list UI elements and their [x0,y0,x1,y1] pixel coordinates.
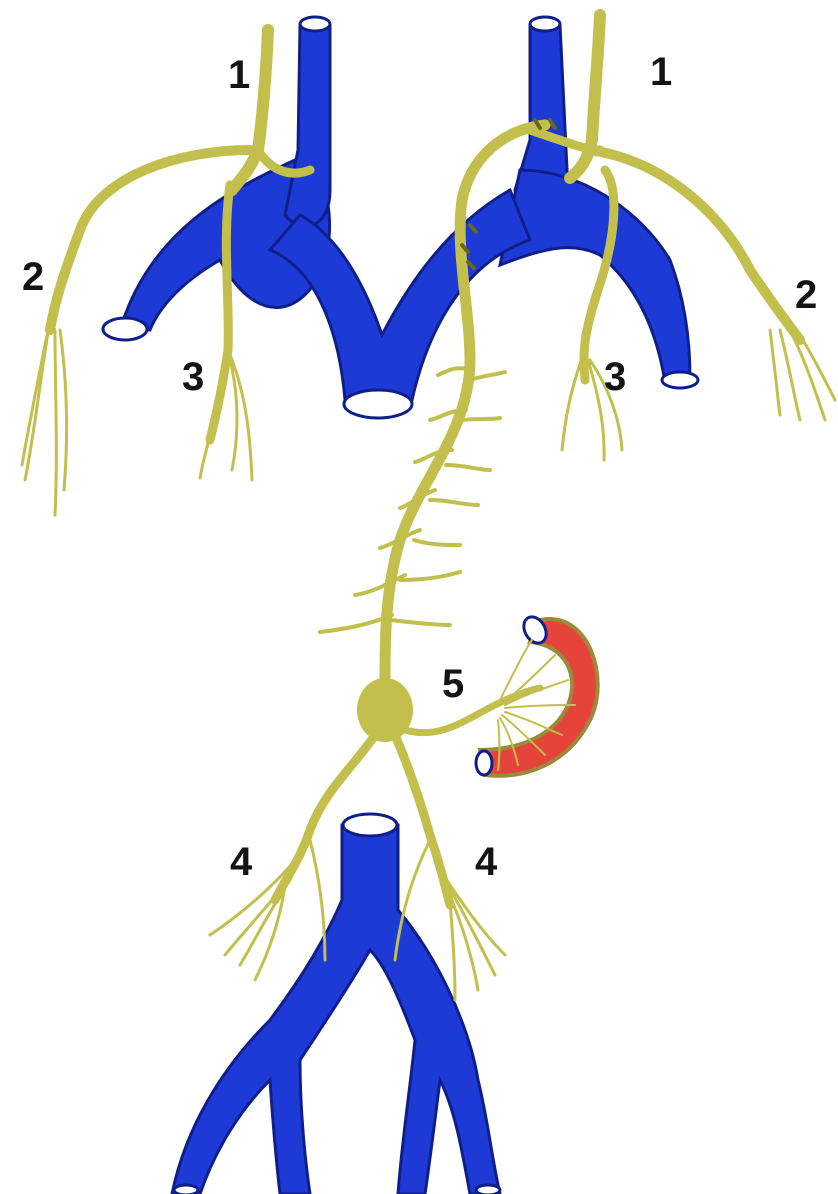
label-3-right: 3 [604,355,626,399]
organ-structure [476,613,598,776]
nerve-network [22,15,835,1000]
vein-lumen-right-top [530,17,560,31]
superior-vena-cava [270,190,530,400]
label-1-right: 1 [650,50,672,94]
organ-lumen-bottom [476,751,492,775]
label-4-right: 4 [475,840,498,884]
vein-lumen-left-top [300,17,330,31]
vein-lumen-svc [344,390,412,418]
lower-venous-system [172,814,500,1194]
label-3-left: 3 [182,355,204,399]
label-2-right: 2 [795,273,817,317]
vein-lumen-bottom-left [174,1185,198,1194]
inferior-vena-cava [172,825,500,1194]
nerve-to-organ [405,688,540,733]
label-1-left: 1 [228,53,250,97]
vein-lumen-bottom-right [476,1185,500,1194]
vein-lumen-ivc [343,814,397,836]
left-nerve-2-fibers [22,320,67,515]
label-4-left: 4 [230,840,253,884]
left-jugular-vein [285,25,330,226]
right-brachiocephalic-vein [500,170,690,382]
left-lower-nerve-4-fibers [210,840,325,980]
right-lower-nerve-4 [395,735,450,905]
label-2-left: 2 [22,255,44,299]
vein-lumen-left [103,318,147,340]
vein-lumen-right [662,372,698,388]
label-5: 5 [442,662,464,706]
